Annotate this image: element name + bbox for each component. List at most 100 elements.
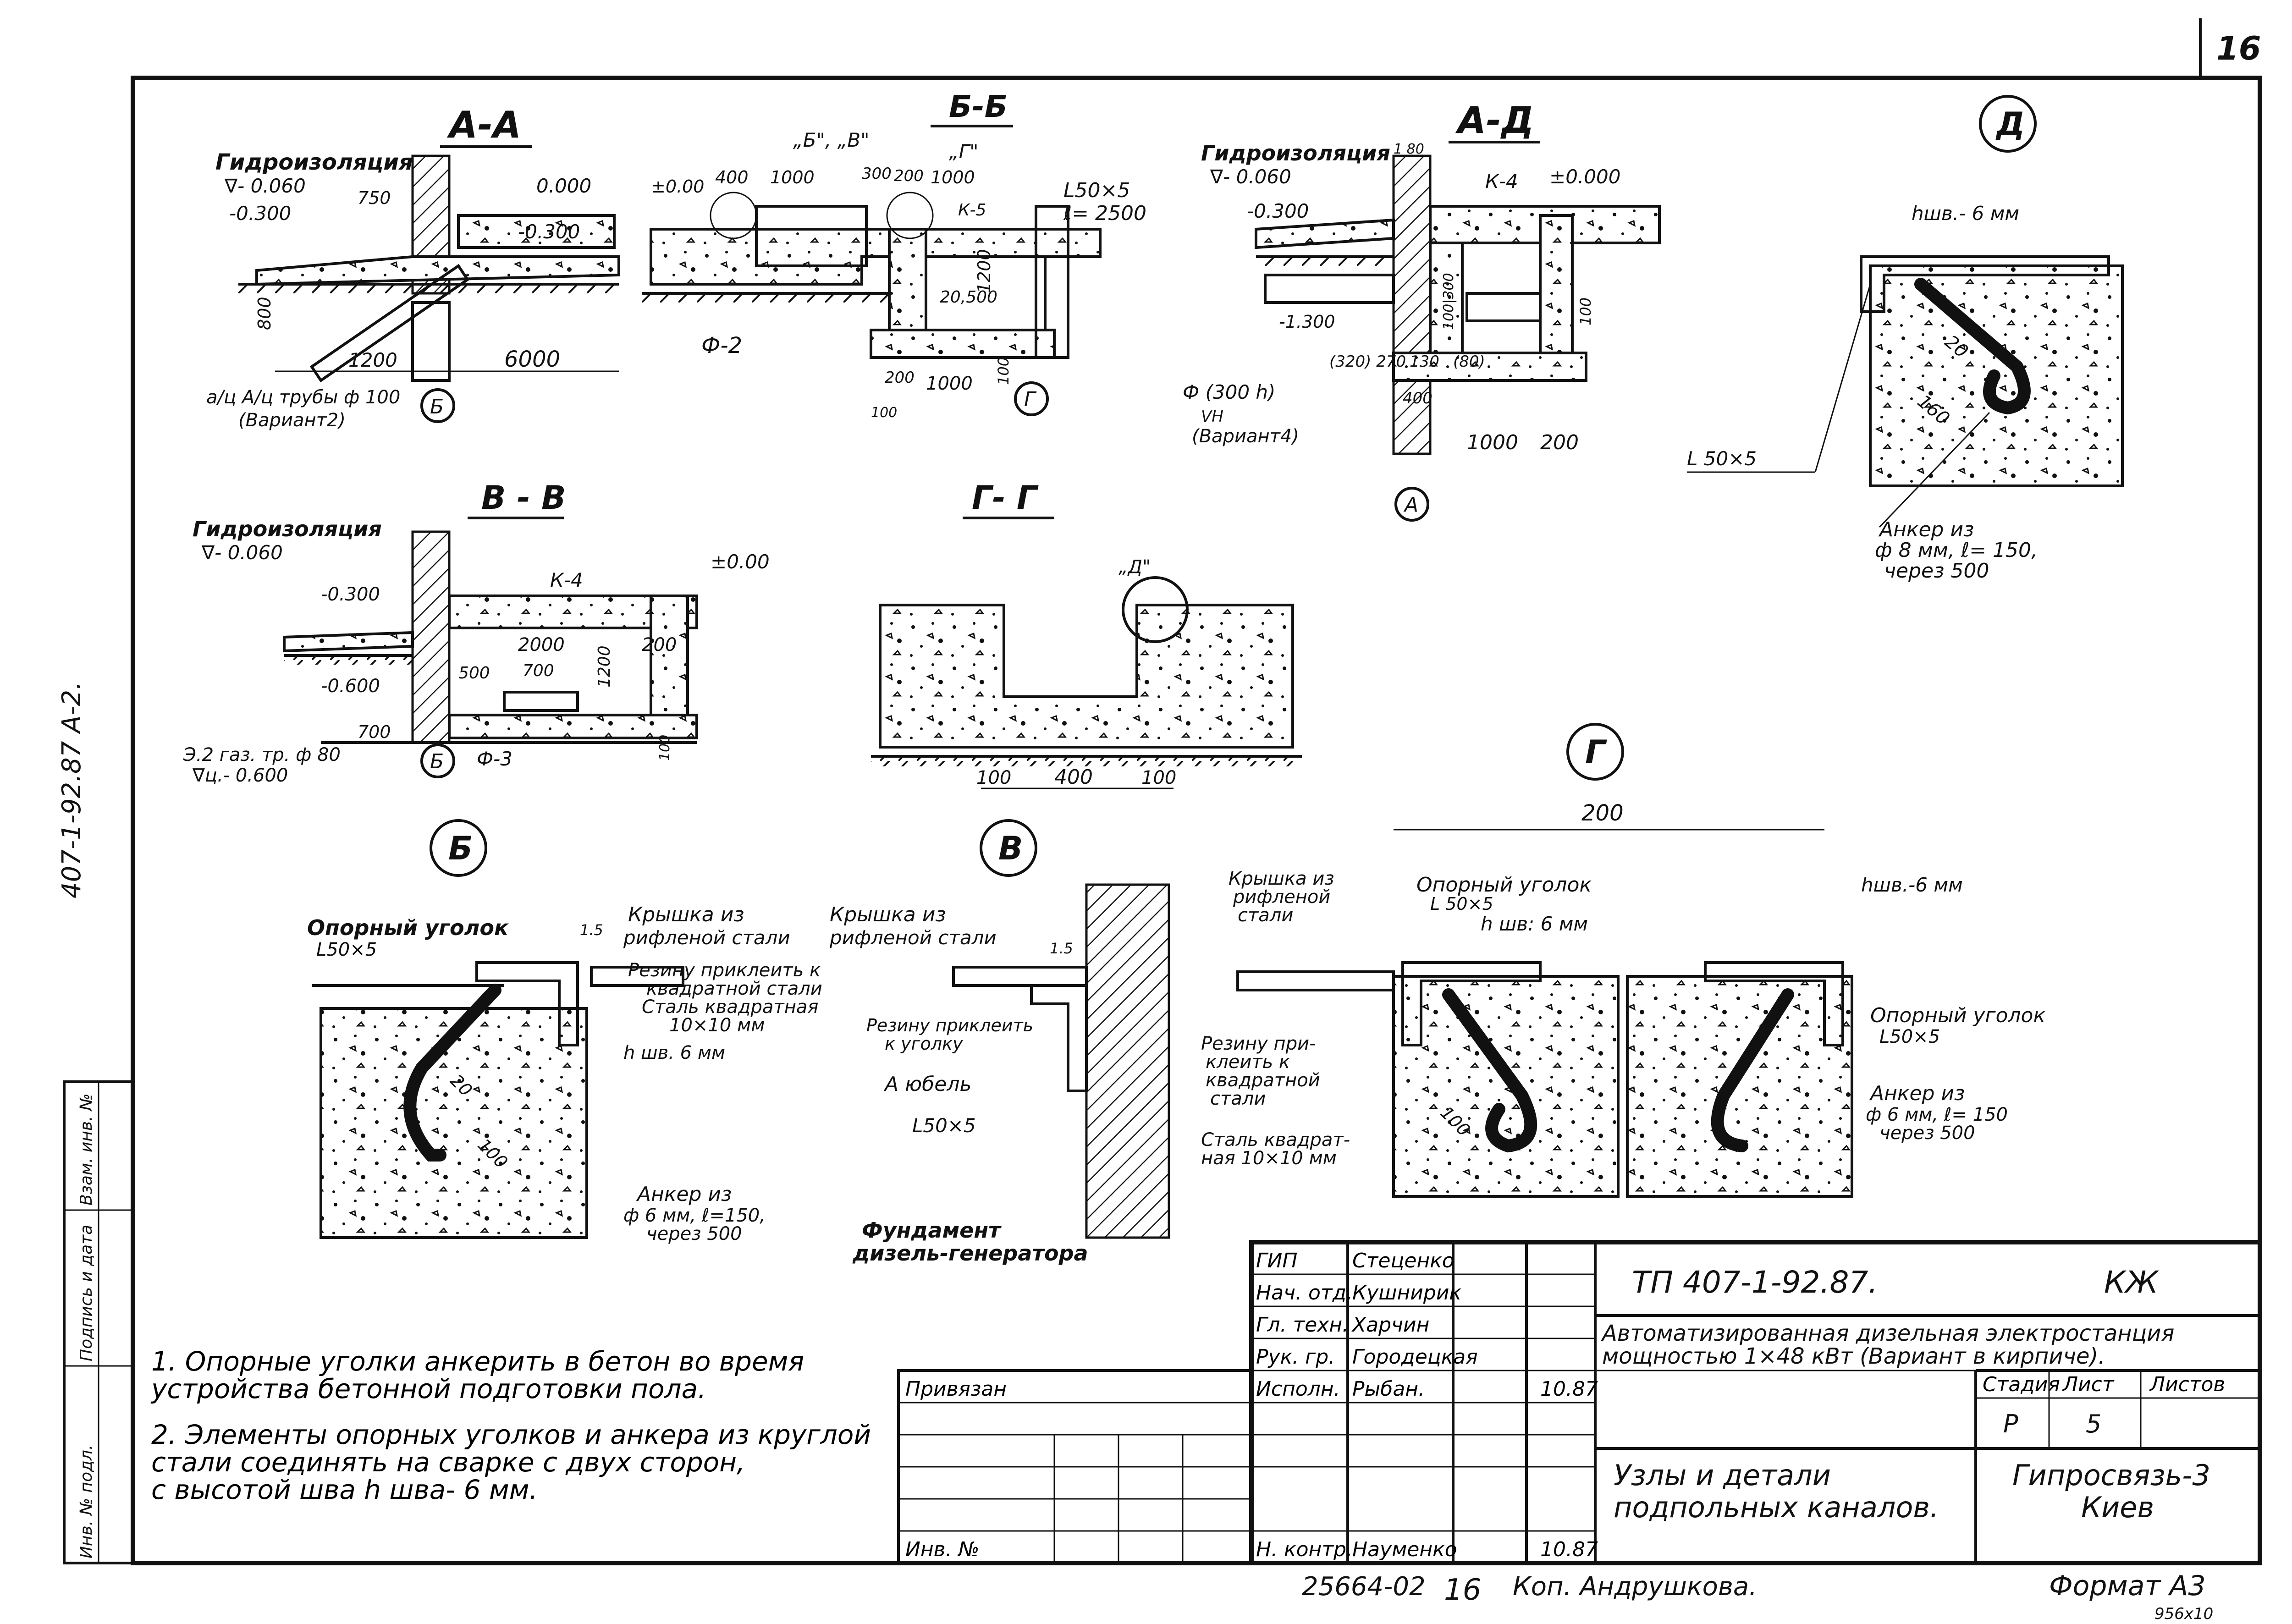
bb-label-6: 200 <box>894 167 924 185</box>
tb-privyazan: Привязан <box>905 1377 1007 1401</box>
tb-drawing-title-2: подпольных каналов. <box>1614 1491 1939 1524</box>
b-det-label-14: через 500 <box>646 1223 742 1244</box>
tb-project-title-1: Автоматизированная дизельная электростан… <box>1601 1321 2174 1346</box>
section-a-d: А-Д Гидроизоляция ∇- 0.060 1 80 К-4 ±0.0… <box>1183 99 1661 522</box>
tb-inv-no: Инв. № <box>905 1538 979 1561</box>
g-det-label-0: 200 <box>1581 800 1624 826</box>
tb-role-3: Рук. гр. <box>1256 1345 1335 1369</box>
note-line-2: 2. Элементы опорных уголков и анкера из … <box>151 1419 871 1450</box>
ad-label-0: Гидроизоляция <box>1201 141 1390 165</box>
footer-copy-no: 16 <box>1444 1573 1481 1607</box>
section-a-d-title: А-Д <box>1455 99 1534 142</box>
ref-g-circle-bb <box>1014 381 1049 416</box>
vv-label-6: 200 <box>642 634 677 655</box>
bb-label-8: L50×5 <box>1063 179 1130 202</box>
vv-label-11: 700 <box>358 722 391 742</box>
ad-label-9: (320) 270 <box>1329 352 1406 371</box>
aa-label-11: Б <box>430 395 444 418</box>
b-det-label-3: Крышка из <box>628 903 744 926</box>
tb-name-3: Городецкая <box>1352 1345 1478 1369</box>
tb-stage: Р <box>2003 1409 2018 1438</box>
b-det-label-0: Опорный уголок <box>307 915 509 940</box>
vv-label-5: 2000 <box>518 634 565 655</box>
bb-label-10: К-5 <box>958 201 986 220</box>
v-det-label-0: Крышка из <box>830 903 946 926</box>
d-label-0: hшв.- 6 мм <box>1912 202 2019 225</box>
bb-label-12: 20,500 <box>940 288 997 307</box>
margin-label-sign: Подпись и дата <box>77 1225 96 1361</box>
detail-v: В Крышка из рифленой стали 1.5 Резину пр… <box>829 819 1170 1266</box>
section-b-b: Б-Б ±0.00 „Б", „В" „Г" 400 1000 300 200 … <box>642 89 1146 421</box>
b-det-label-5: Резину приклеить к <box>628 960 821 981</box>
g-det-label-5: L 50×5 <box>1430 894 1493 914</box>
vv-label-15: 100 <box>657 735 673 761</box>
bb-label-0: ±0.00 <box>651 176 704 197</box>
note-line-3: стали соединять на сварке с двух сторон, <box>151 1447 745 1478</box>
bb-label-4: 1000 <box>770 167 815 187</box>
section-v-v: В - В Гидроизоляция ∇- 0.060 -0.300 К-4 … <box>183 479 770 786</box>
title-block: ГИП Нач. отд. Гл. техн. Рук. гр. Исполн.… <box>897 1240 2262 1565</box>
ad-label-2: 1 80 <box>1394 141 1424 157</box>
vv-label-12: Э.2 газ. тр. ф 80 <box>183 744 341 765</box>
section-g-g-title: Г- Г <box>972 479 1039 517</box>
aa-label-7: 1200 <box>348 349 397 371</box>
tb-col-sheets: Листов <box>2149 1373 2225 1396</box>
tb-role-1: Нач. отд. <box>1256 1281 1353 1305</box>
bb-label-11: 1200 <box>974 249 994 293</box>
section-b-b-title: Б-Б <box>949 89 1008 124</box>
vv-label-7: 500 <box>458 664 490 683</box>
b-det-label-9: h шв. 6 мм <box>623 1042 725 1063</box>
tb-name-7: Науменко <box>1352 1538 1457 1561</box>
notes: 1. Опорные уголки анкерить в бетон во вр… <box>150 1346 871 1505</box>
aa-label-2: -0.300 <box>229 202 291 225</box>
aa-label-5: -0.300 <box>518 220 580 243</box>
g-det-label-1: Крышка из <box>1229 868 1334 889</box>
vv-label-3: К-4 <box>550 569 583 591</box>
d-label-3: L 50×5 <box>1687 447 1757 470</box>
aa-label-3: 750 <box>358 188 391 208</box>
vv-label-9: 1200 <box>595 645 614 688</box>
margin-label-inv: Инв. № подл. <box>77 1445 96 1558</box>
g-det-label-13: ная 10×10 мм <box>1201 1148 1337 1169</box>
v-det-label-4: к уголку <box>885 1034 963 1054</box>
ad-label-7: 100|300 <box>1441 273 1457 330</box>
aa-label-0: Гидроизоляция <box>215 149 413 175</box>
ad-label-16: 1000 <box>1467 431 1518 454</box>
bb-label-14: 200 <box>885 369 915 387</box>
bb-label-5: 300 <box>862 165 892 183</box>
detail-g: Г 200 Крышка из рифленой стали Опорный у… <box>1201 723 2045 1198</box>
tb-project-title-2: мощностью 1×48 кВт (Вариант в кирпиче). <box>1602 1343 2105 1369</box>
tb-role-4: Исполн. <box>1256 1377 1340 1401</box>
footer-copied-by: Коп. Андрушкова. <box>1513 1572 1757 1602</box>
ad-label-11: (80) <box>1453 352 1485 371</box>
tb-col-sheet: Лист <box>2062 1373 2115 1396</box>
aa-label-4: 0.000 <box>536 175 591 197</box>
ad-label-17: 200 <box>1540 431 1579 454</box>
bb-label-15: 1000 <box>926 373 973 394</box>
tb-name-4: Рыбан. <box>1352 1377 1425 1401</box>
g-det-label-17: Анкер из <box>1869 1082 1965 1105</box>
ad-label-13: Ф (300 h) <box>1183 381 1275 403</box>
footer-format: Формат А3 <box>2049 1570 2206 1602</box>
ad-label-5: -0.300 <box>1247 200 1309 222</box>
bb-label-9: ℓ= 2500 <box>1063 202 1146 225</box>
bb-label-7: 1000 <box>931 167 975 187</box>
b-det-label-7: Сталь квадратная <box>642 996 818 1018</box>
b-det-label-6: квадратной стали <box>646 978 822 999</box>
g-det-label-8: Резину при- <box>1201 1033 1316 1054</box>
v-det-label-8: дизель-генератора <box>852 1241 1088 1266</box>
tb-role-7: Н. контр. <box>1256 1538 1353 1561</box>
bb-label-3: 400 <box>715 167 749 187</box>
vv-label-8: 700 <box>523 661 554 680</box>
aa-label-1: ∇- 0.060 <box>224 175 306 197</box>
v-det-label-1: рифленой стали <box>829 926 997 949</box>
tb-date-4: 10.87 <box>1540 1377 1598 1401</box>
tb-org-1: Гипросвязь-3 <box>2012 1459 2210 1492</box>
g-det-label-12: Сталь квадрат- <box>1201 1129 1350 1151</box>
gg-label-3: 100 <box>1141 767 1176 788</box>
bb-label-18: Г <box>1024 388 1037 411</box>
b-det-label-4: рифленой стали <box>623 926 790 949</box>
detail-d-marker: Д <box>1995 105 2025 143</box>
ad-label-6: -1.300 <box>1279 312 1335 332</box>
aa-label-6: 800 <box>254 297 275 330</box>
